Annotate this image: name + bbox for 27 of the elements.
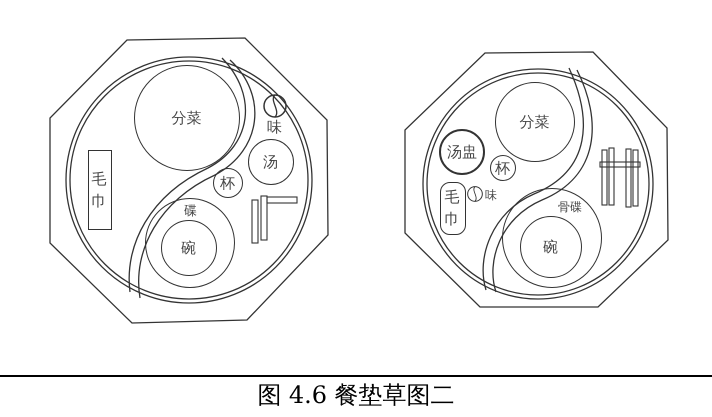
dish-circle <box>490 155 516 181</box>
towel-box <box>440 182 466 235</box>
handwritten-label: 毛巾 <box>92 168 108 212</box>
handwritten-label: 味 <box>485 187 497 203</box>
handwritten-label: 味 <box>267 119 282 135</box>
dish-circle <box>495 82 575 162</box>
dish-circle <box>161 220 217 276</box>
handwritten-label: 碗 <box>181 240 196 256</box>
handwritten-label: 骨碟 <box>558 199 582 215</box>
dish-circle <box>502 188 602 288</box>
dish-circle <box>439 129 485 175</box>
dish-circle <box>134 65 240 171</box>
caption: 图 4.6 餐垫草图二 <box>256 380 456 410</box>
dish-circle <box>213 168 243 198</box>
handwritten-label: 杯 <box>220 174 235 190</box>
handwritten-label: 毛巾 <box>444 187 460 230</box>
dish-circle <box>520 216 582 278</box>
handwritten-label: 分菜 <box>520 114 550 130</box>
handwritten-label: 杯 <box>495 160 510 176</box>
towel-box <box>88 150 112 230</box>
handwritten-label: 汤盅 <box>446 144 477 160</box>
handwritten-label: 分菜 <box>172 110 202 126</box>
dish-circle <box>145 198 235 288</box>
handwritten-label: 碗 <box>543 238 558 254</box>
dish-circle <box>248 139 294 185</box>
handwritten-label: 碟 <box>184 204 197 220</box>
handwritten-label: 汤 <box>263 154 278 170</box>
